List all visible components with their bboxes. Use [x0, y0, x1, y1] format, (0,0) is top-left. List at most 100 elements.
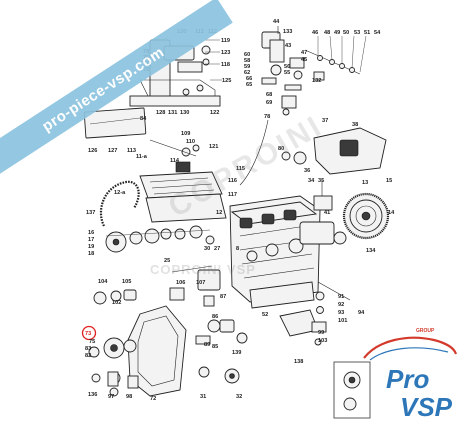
- label-51: 51: [364, 30, 370, 36]
- label-48: 48: [324, 30, 330, 36]
- label-58: 58: [244, 58, 250, 64]
- label-13: 13: [362, 180, 368, 186]
- label-8: 8: [236, 246, 239, 252]
- label-122: 122: [210, 110, 219, 116]
- label-36: 36: [304, 168, 310, 174]
- label-93: 93: [338, 310, 344, 316]
- label-115: 115: [236, 166, 245, 172]
- label-62: 62: [244, 70, 250, 76]
- label-16: 16: [88, 230, 94, 236]
- label-125: 125: [222, 78, 231, 84]
- lower-small-parts: [195, 281, 351, 346]
- label-105: 105: [122, 279, 131, 285]
- label-131: 131: [168, 110, 177, 116]
- label-113: 113: [127, 148, 136, 154]
- label-139: 139: [232, 350, 241, 356]
- label-41: 41: [324, 210, 330, 216]
- sensor-cluster: [261, 26, 367, 116]
- label-59: 59: [244, 64, 250, 70]
- label-53: 53: [354, 30, 360, 36]
- label-78: 78: [264, 114, 270, 120]
- label-43: 43: [285, 43, 291, 49]
- bottom-row-parts: [91, 366, 240, 389]
- label-68: 68: [266, 92, 272, 98]
- label-75: 75: [89, 339, 95, 345]
- label-118: 118: [221, 62, 230, 68]
- label-132: 132: [312, 78, 321, 84]
- label-119: 119: [221, 38, 230, 44]
- label-91: 91: [338, 294, 344, 300]
- provsp-logo: GROUP Pro VSP: [356, 318, 464, 436]
- label-86: 86: [212, 314, 218, 320]
- crank-pulley: [88, 337, 137, 397]
- label-14: 14: [388, 210, 395, 216]
- timing-belt: [99, 180, 140, 227]
- label-50: 50: [343, 30, 349, 36]
- label-136: 136: [88, 392, 97, 398]
- logo-pro-text: Pro: [386, 364, 430, 394]
- label-52: 52: [262, 312, 268, 318]
- label-134: 134: [366, 248, 376, 254]
- label-30: 30: [204, 246, 210, 252]
- label-60: 60: [244, 52, 250, 58]
- label-137: 137: [86, 210, 95, 216]
- label-38: 38: [352, 122, 358, 128]
- car-silhouette-icon: [363, 336, 458, 361]
- label-18: 18: [88, 251, 94, 257]
- label-84: 84: [140, 116, 147, 122]
- label-99: 99: [318, 330, 324, 336]
- label-104: 104: [98, 279, 108, 285]
- label-32: 32: [236, 394, 242, 400]
- label-126: 126: [88, 148, 97, 154]
- label-123: 123: [221, 50, 230, 56]
- label-11a: 11-a: [136, 154, 148, 160]
- label-56: 56: [284, 64, 290, 70]
- label-121: 121: [209, 144, 218, 150]
- flywheel: [342, 192, 390, 240]
- label-82: 82: [85, 353, 91, 359]
- highlight-marker: [81, 325, 97, 341]
- label-83: 83: [85, 346, 91, 352]
- label-19: 19: [88, 244, 94, 250]
- label-138: 138: [294, 359, 303, 365]
- label-97: 97: [108, 394, 114, 400]
- label-94: 94: [358, 310, 365, 316]
- label-103: 103: [318, 338, 327, 344]
- air-filter-housing: [139, 139, 227, 223]
- label-54: 54: [374, 30, 381, 36]
- label-49: 49: [334, 30, 340, 36]
- label-34: 34: [308, 178, 315, 184]
- label-102: 102: [112, 300, 121, 306]
- label-106: 106: [176, 280, 185, 286]
- label-101: 101: [338, 318, 347, 324]
- label-65: 65: [246, 82, 252, 88]
- label-133: 133: [283, 29, 292, 35]
- label-107: 107: [196, 280, 205, 286]
- label-89: 89: [204, 342, 210, 348]
- label-37: 37: [322, 118, 328, 124]
- detail-box-138: [333, 361, 371, 419]
- logo-group-text: GROUP: [416, 328, 435, 334]
- label-25: 25: [164, 258, 170, 264]
- engine-block: [229, 195, 321, 309]
- intake-manifold: [281, 127, 387, 175]
- label-44: 44: [273, 19, 280, 25]
- throttle-cable: [239, 119, 269, 186]
- label-114: 114: [170, 158, 180, 164]
- label-117: 117: [228, 192, 237, 198]
- label-73: 73: [85, 331, 91, 337]
- label-35: 35: [318, 178, 324, 184]
- label-45: 45: [301, 57, 307, 63]
- label-46: 46: [312, 30, 318, 36]
- label-80: 80: [278, 146, 284, 152]
- timing-pulley-stack: [105, 225, 215, 253]
- water-pump-unit: [299, 180, 347, 245]
- label-72: 72: [150, 396, 156, 402]
- label-55: 55: [284, 70, 290, 76]
- label-87: 87: [220, 294, 226, 300]
- label-128: 128: [156, 110, 165, 116]
- watermark-small-text: COPROINI VSP: [150, 262, 256, 277]
- label-66: 66: [246, 76, 252, 82]
